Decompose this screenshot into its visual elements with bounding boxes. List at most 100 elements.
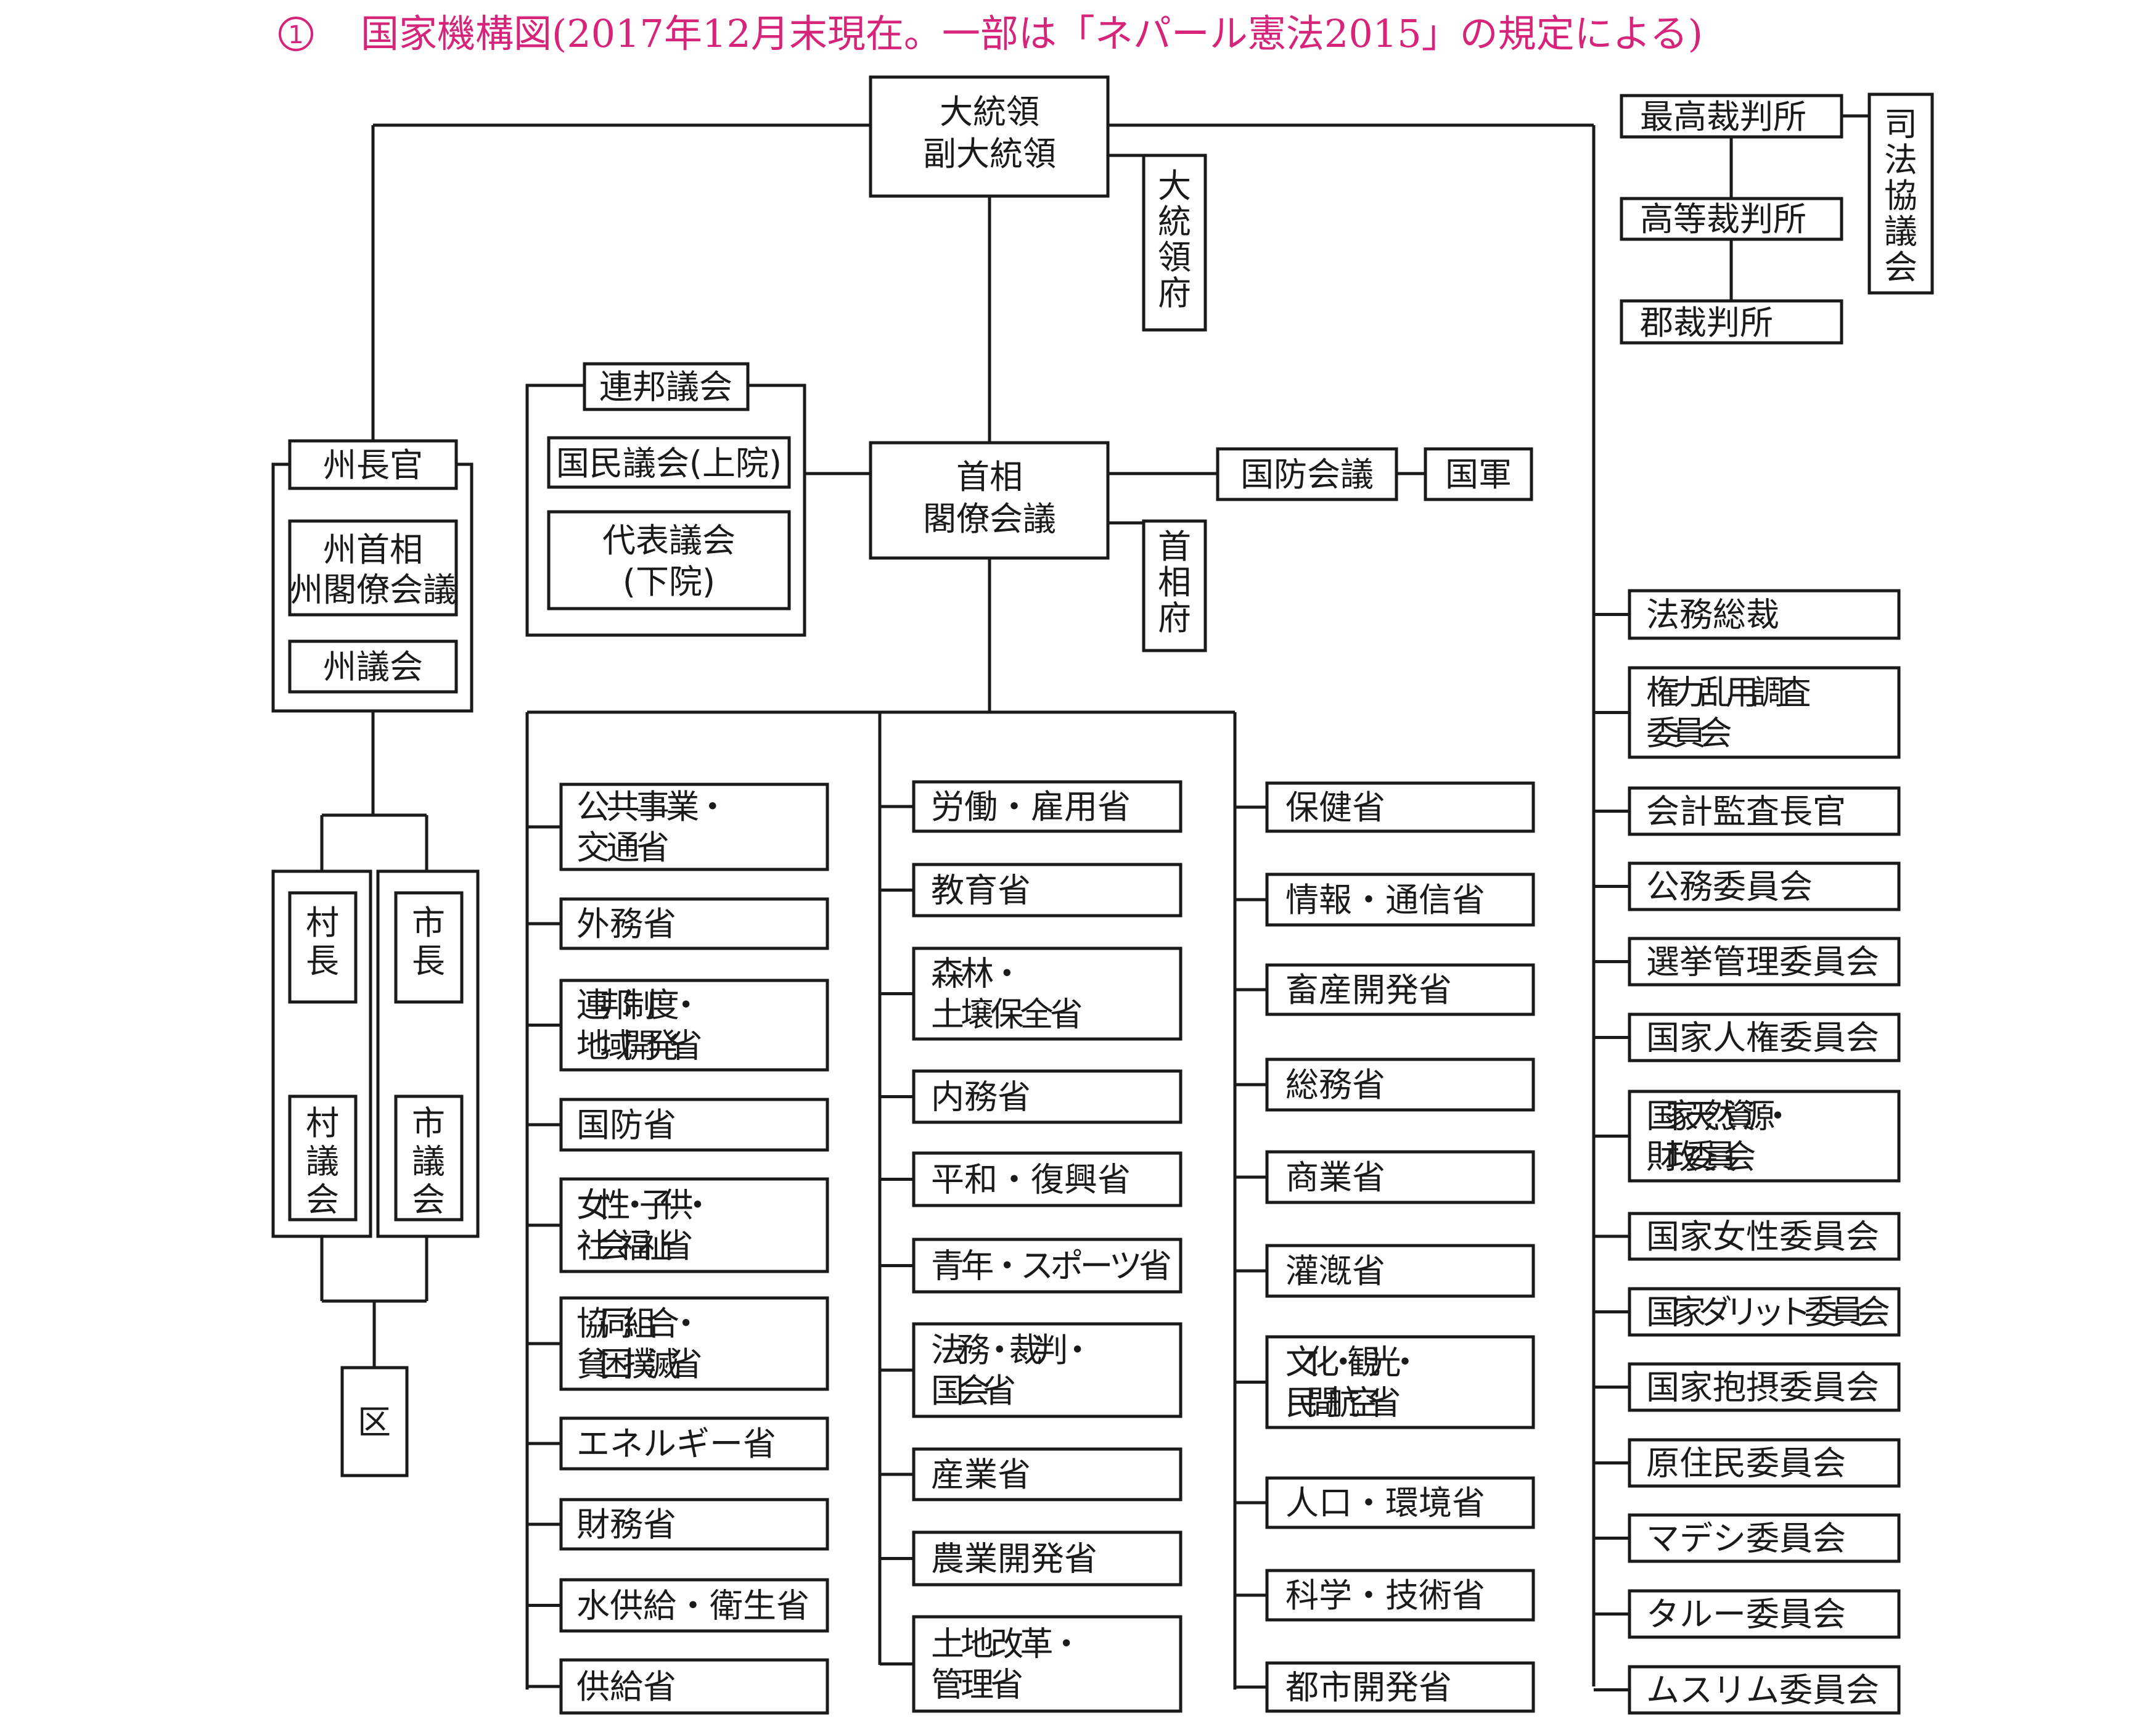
ministry-協同組合貧困撲滅省: 協同組合・貧困撲滅省 <box>559 1296 829 1391</box>
title-number: 1 <box>288 21 303 49</box>
commission-選挙管理委員会: 選挙管理委員会 <box>1628 937 1901 987</box>
ministries-column-3: 保健省情報・通信省畜産開発省総務省商業省灌漑省文化・観光・民間航空省人口・環境省… <box>1265 781 1535 1713</box>
ministry-box <box>559 1498 829 1551</box>
ministry-box <box>559 979 829 1072</box>
city-head-label: 市長 <box>412 903 445 980</box>
ministry-box <box>1265 1476 1535 1529</box>
ministry-label: 土地改革・管理省 <box>931 1625 1083 1704</box>
ministry-box <box>912 863 1183 918</box>
ministry-box <box>1265 1058 1535 1112</box>
ministry-公共事業交通省: 公共事業・交通省 <box>559 782 829 871</box>
ministry-label: 財務省 <box>576 1505 676 1544</box>
vice-president-label: 副大統領 <box>923 134 1056 173</box>
parliament-title: 連邦議会 <box>599 368 732 406</box>
judicial-council-label: 司法協議会 <box>1884 105 1917 287</box>
commission-box <box>1628 861 1901 911</box>
ministry-エネルギー省: エネルギー省 <box>559 1416 829 1471</box>
commission-label: 国家ダリット委員会 <box>1646 1293 1890 1332</box>
president-office-node: 大統領府 <box>1142 154 1207 332</box>
city-group: 市長 市議会 <box>376 869 480 1238</box>
commission-法務総裁: 法務総裁 <box>1628 589 1901 640</box>
province-pm-label: 州首相 <box>323 530 423 569</box>
ministries-column-1: 公共事業・交通省外務省連邦制度・地域開発省国防省女性・子供・社会福祉省協同組合・… <box>559 782 829 1715</box>
ministry-box <box>1265 1335 1535 1429</box>
president-node: 大統領 副大統領 <box>869 75 1110 198</box>
ministry-label: 文化・観光・民間航空省 <box>1285 1343 1422 1423</box>
connector-lines <box>320 114 1869 1690</box>
commissions-column: 法務総裁権力乱用調査委員会会計監査長官公務委員会選挙管理委員会国家人権委員会国家… <box>1628 589 1901 1715</box>
commission-box <box>1628 1012 1901 1062</box>
ministry-label: 水供給・衛生省 <box>576 1587 810 1625</box>
ministry-label: 畜産開発省 <box>1285 971 1452 1009</box>
ministry-label: 教育省 <box>931 871 1031 910</box>
ministry-供給省: 供給省 <box>559 1658 829 1715</box>
ministry-label: 法務・裁判・国会省 <box>931 1331 1094 1410</box>
commission-国家天然資源財政委員会: 国家天然資源・財政委員会 <box>1628 1090 1901 1183</box>
supreme-court-label: 最高裁判所 <box>1640 97 1806 136</box>
village-group: 村長 村議会 <box>271 869 372 1238</box>
ward-node: 区 <box>340 1366 409 1477</box>
ministry-box <box>912 1322 1183 1418</box>
ministry-label: 都市開発省 <box>1285 1668 1452 1707</box>
ministry-box <box>559 1177 829 1273</box>
ministry-label: 農業開発省 <box>931 1540 1097 1579</box>
ministry-label: 内務省 <box>931 1078 1031 1117</box>
upper-house-label: 国民議会(上院) <box>556 444 782 483</box>
ministry-box <box>1265 781 1535 833</box>
commission-ムスリム委員会: ムスリム委員会 <box>1628 1665 1901 1715</box>
commission-box <box>1628 1665 1901 1715</box>
ministry-森林土壌保全省: 森林・土壌保全省 <box>912 947 1183 1041</box>
ministry-box <box>559 782 829 871</box>
ministry-水供給衛生省: 水供給・衛生省 <box>559 1578 829 1633</box>
commission-box <box>1628 1287 1901 1337</box>
ministry-box <box>1265 1569 1535 1622</box>
high-court-label: 高等裁判所 <box>1640 200 1806 239</box>
commission-connectors <box>1594 613 1629 1691</box>
ministry-box <box>912 1238 1183 1294</box>
ministry-教育省: 教育省 <box>912 863 1183 918</box>
ministry-外務省: 外務省 <box>559 897 829 950</box>
ministry-label: 科学・技術省 <box>1285 1576 1485 1615</box>
ministry-box <box>1265 1150 1535 1204</box>
ministry-label: 商業省 <box>1285 1158 1385 1197</box>
ministry-人口環境省: 人口・環境省 <box>1265 1476 1535 1529</box>
ministry-box <box>559 897 829 950</box>
ministry-label: 青年・スポーツ省 <box>931 1247 1172 1286</box>
commission-label: 権力乱用調査委員会 <box>1646 673 1811 753</box>
ministry-科学技術省: 科学・技術省 <box>1265 1569 1535 1622</box>
commission-国家人権委員会: 国家人権委員会 <box>1628 1012 1901 1062</box>
commission-label: マデシ委員会 <box>1646 1519 1846 1558</box>
ministry-label: 公共事業・交通省 <box>576 787 729 867</box>
ministry-box <box>559 1296 829 1391</box>
ministry-農業開発省: 農業開発省 <box>912 1530 1183 1587</box>
ministry-label: 総務省 <box>1285 1066 1385 1104</box>
commission-label: 国家天然資源・財政委員会 <box>1646 1097 1795 1177</box>
commission-box <box>1628 1438 1901 1488</box>
ministry-box <box>559 1658 829 1715</box>
ministry-灌漑省: 灌漑省 <box>1265 1244 1535 1298</box>
commission-label: 会計監査長官 <box>1646 792 1846 831</box>
commission-label: 選挙管理委員会 <box>1646 943 1879 982</box>
lower-house-sub: (下院) <box>623 562 715 601</box>
commission-国家女性委員会: 国家女性委員会 <box>1628 1212 1901 1261</box>
ministry-内務省: 内務省 <box>912 1069 1183 1124</box>
ministry-label: 協同組合・貧困撲滅省 <box>576 1304 703 1384</box>
commission-label: ムスリム委員会 <box>1646 1671 1879 1710</box>
commission-box <box>1628 1212 1901 1261</box>
chart-title: 国家機構図(2017年12月末現在。一部は「ネパール憲法2015」の規定による) <box>361 11 1703 56</box>
commission-公務委員会: 公務委員会 <box>1628 861 1901 911</box>
ministry-label: 森林・土壌保全省 <box>931 955 1083 1034</box>
commission-label: 国家抱摂委員会 <box>1646 1368 1879 1407</box>
ministry-財務省: 財務省 <box>559 1498 829 1551</box>
ministry-connectors <box>527 805 1267 1689</box>
army-label: 国軍 <box>1445 455 1512 494</box>
ministry-label: 保健省 <box>1285 788 1385 827</box>
defense-council-node: 国防会議 <box>1216 447 1398 501</box>
ministry-土地改革管理省: 土地改革・管理省 <box>912 1615 1183 1713</box>
cabinet-label: 閣僚会議 <box>923 499 1056 538</box>
ministries-column-2: 労働・雇用省教育省森林・土壌保全省内務省平和・復興省青年・スポーツ省法務・裁判・… <box>912 780 1183 1713</box>
pm-office-label: 首相府 <box>1158 527 1191 638</box>
ministry-label: 情報・通信省 <box>1285 881 1485 919</box>
ministry-label: 労働・雇用省 <box>931 787 1131 826</box>
province-assembly-label: 州議会 <box>323 647 423 686</box>
